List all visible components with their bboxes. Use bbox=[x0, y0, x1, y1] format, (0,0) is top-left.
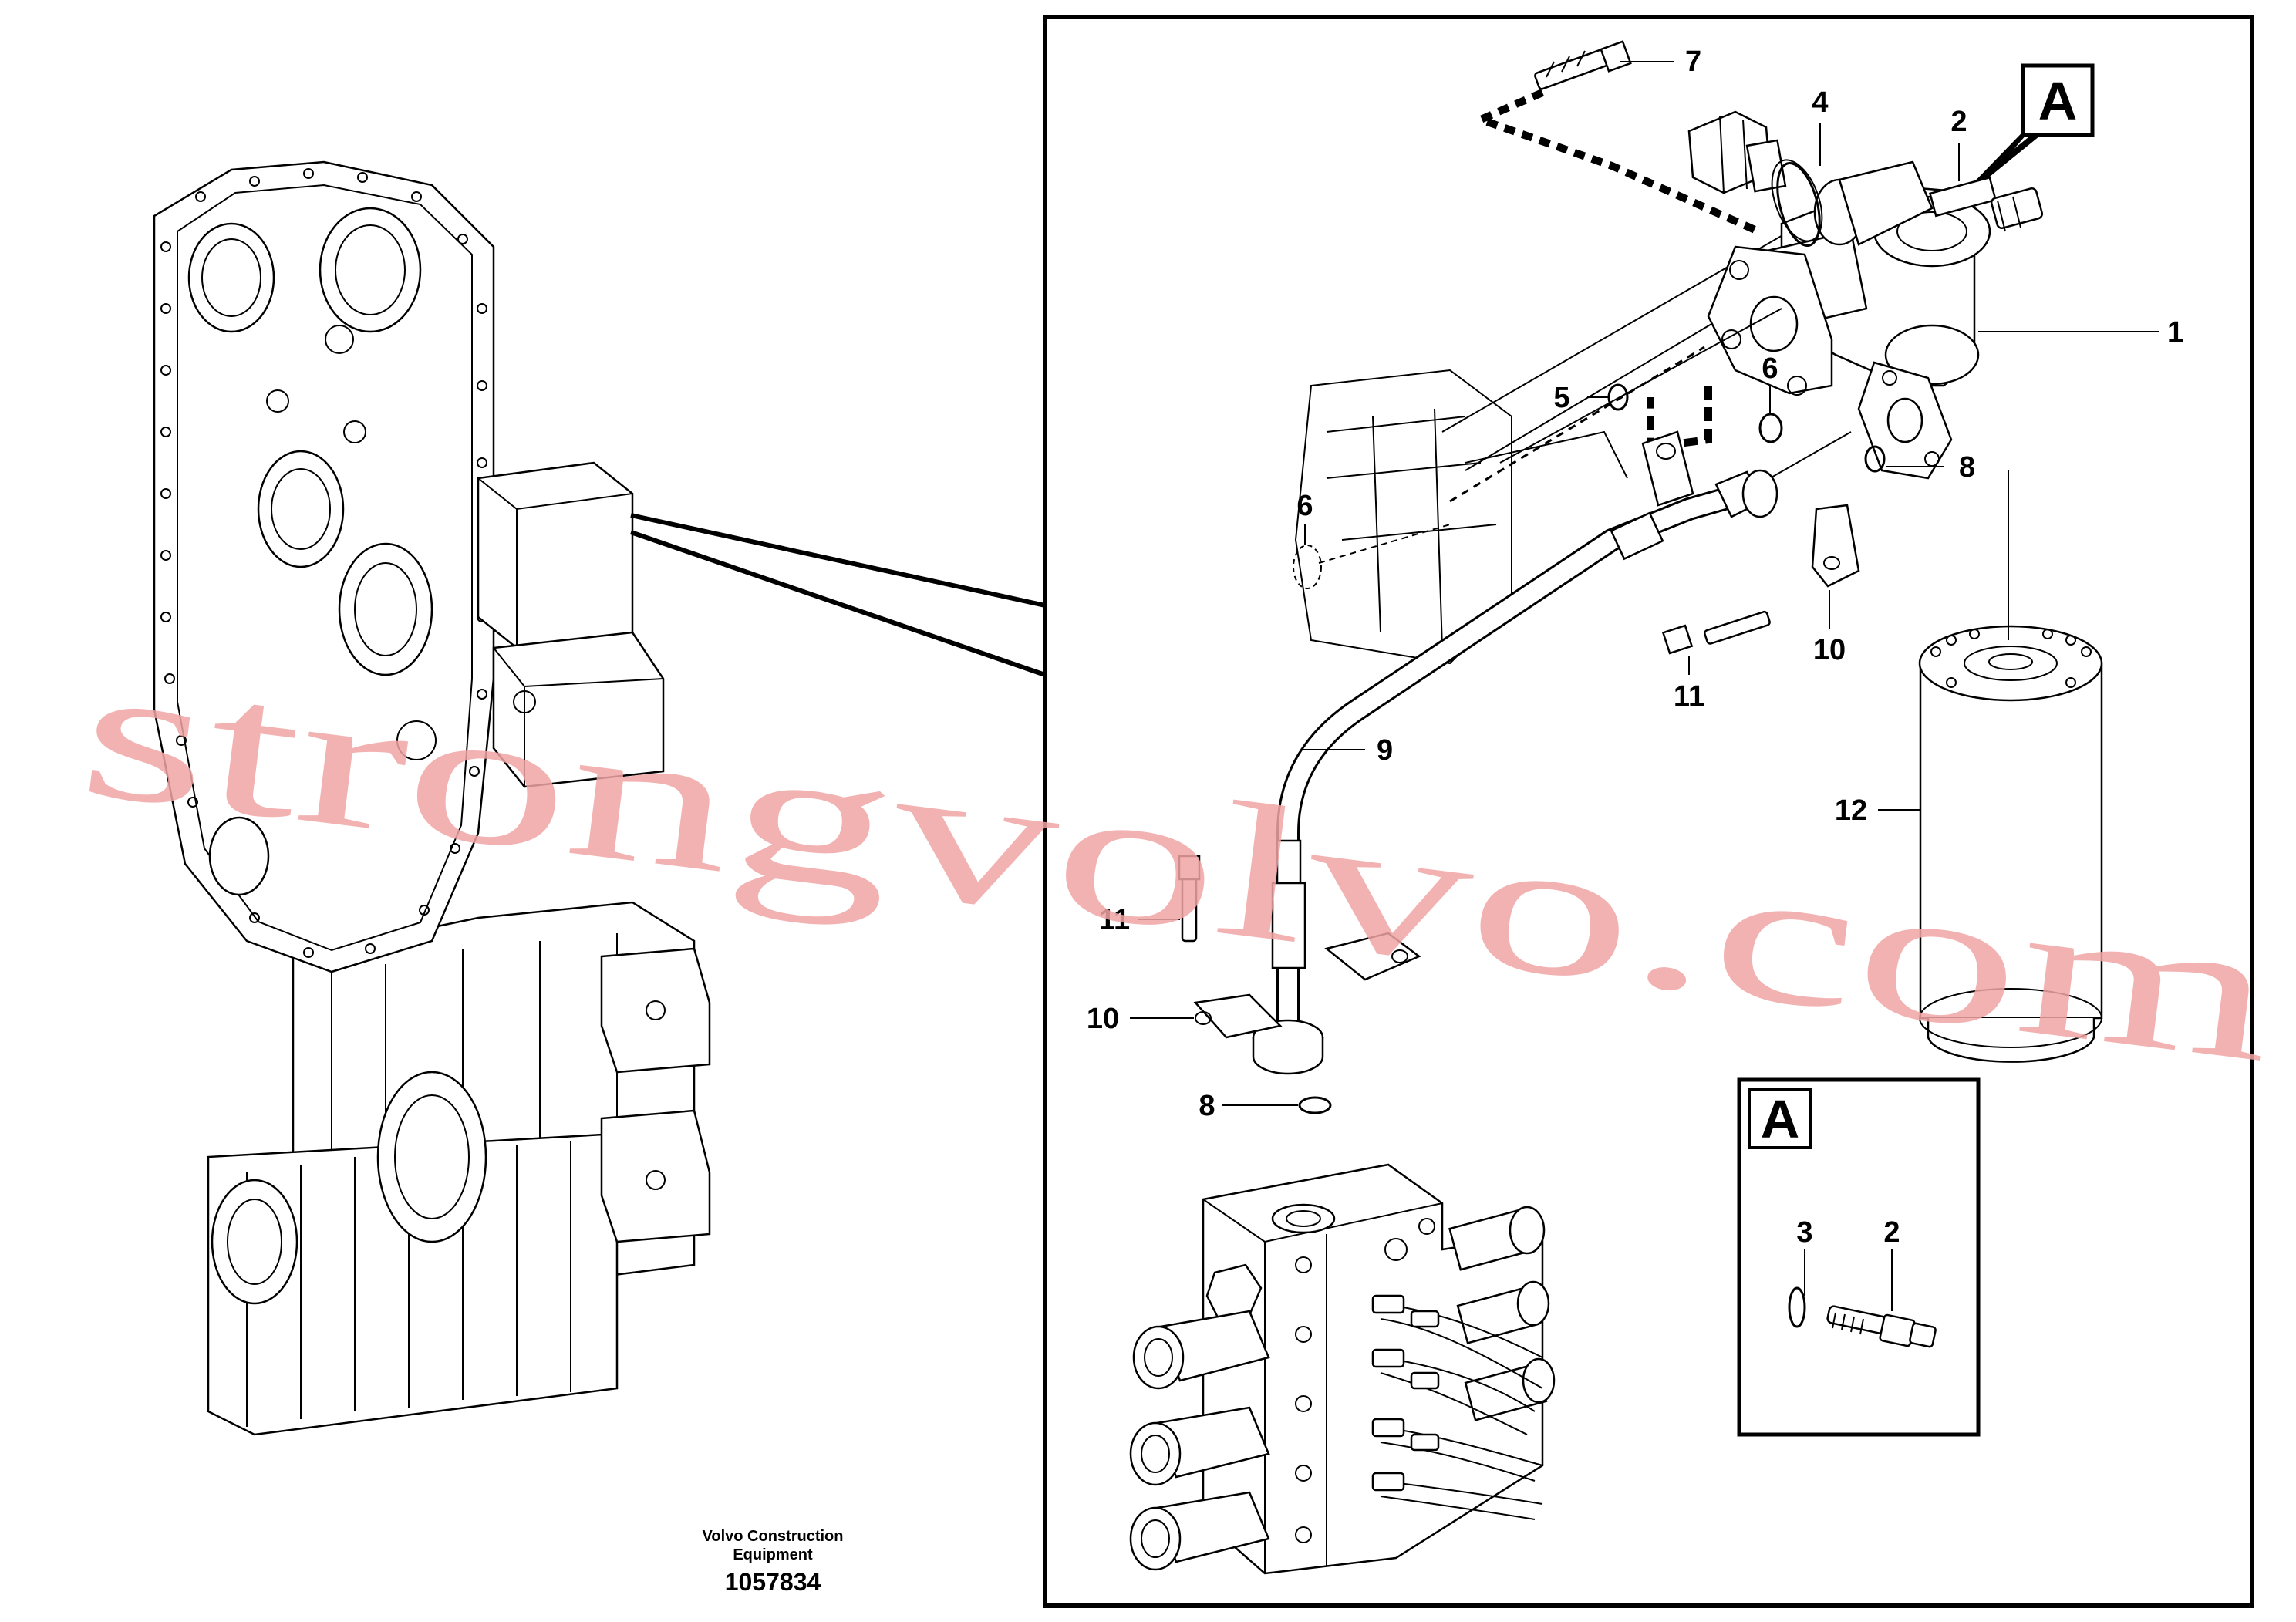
inset-sensor bbox=[1826, 1305, 1937, 1348]
detail-reference-letter: A bbox=[2038, 71, 2078, 131]
o-ring-4 bbox=[1776, 162, 1821, 247]
relief-valve-plug bbox=[1687, 110, 1934, 246]
callout-1: 1 bbox=[2167, 316, 2183, 349]
filter-base-holes bbox=[1930, 629, 2092, 688]
caption-company-line1: Volvo Construction bbox=[703, 1528, 844, 1545]
pipe-clamp-lower bbox=[1193, 932, 1421, 1039]
inset-o-ring bbox=[1788, 1286, 1806, 1328]
caption-company-line2: Equipment bbox=[733, 1546, 813, 1563]
detail-inset-a: A 3 2 bbox=[1737, 1077, 1981, 1437]
callout-6-left: 6 bbox=[1296, 490, 1313, 522]
callout-2: 2 bbox=[1950, 106, 1967, 138]
oil-filter bbox=[1918, 470, 2103, 1063]
callout-8-top: 8 bbox=[1959, 451, 1975, 484]
callouts: 7 4 2 1 5 6 6 8 9 10 11 11 12 bbox=[1087, 46, 2183, 1122]
bolt-path-dashed bbox=[1470, 89, 1761, 235]
callout-4: 4 bbox=[1812, 86, 1828, 119]
callout-5: 5 bbox=[1553, 382, 1569, 414]
valve-solenoids-left bbox=[1129, 1310, 1270, 1571]
callout-11-upper: 11 bbox=[1674, 680, 1704, 713]
detail-frame bbox=[1043, 15, 2254, 1608]
callout-9: 9 bbox=[1377, 734, 1393, 767]
bolt-top bbox=[1534, 40, 1632, 90]
inset-reference-letter: A bbox=[1761, 1089, 1800, 1149]
pipe-clamp-upper bbox=[1641, 430, 1860, 588]
callout-7: 7 bbox=[1685, 46, 1701, 78]
control-valve-block bbox=[1129, 1163, 1556, 1575]
inset-callout-2: 2 bbox=[1883, 1216, 1900, 1249]
callout-12: 12 bbox=[1835, 794, 1867, 827]
detail-reference-box: A bbox=[1972, 63, 2095, 188]
o-ring-8-top bbox=[1864, 445, 1886, 473]
callout-10-upper: 10 bbox=[1813, 634, 1846, 666]
callout-8-lower: 8 bbox=[1199, 1090, 1215, 1122]
valve-side-ports bbox=[1295, 1218, 1435, 1543]
gasket-bolt-holes bbox=[160, 168, 487, 958]
o-ring-6-right bbox=[1758, 413, 1783, 443]
o-ring-8-bottom bbox=[1298, 1096, 1332, 1114]
valve-solenoids-right bbox=[1448, 1206, 1556, 1421]
bolt-11-upper bbox=[1661, 610, 1771, 655]
callout-10-lower: 10 bbox=[1087, 1003, 1119, 1035]
drawing-caption: Volvo Construction Equipment 1057834 bbox=[703, 1528, 844, 1596]
o-ring-5 bbox=[1607, 383, 1629, 411]
flange-dashed-route bbox=[1647, 386, 1712, 452]
zoom-leader-lines bbox=[630, 513, 1046, 677]
valve-wiring bbox=[1371, 1294, 1543, 1520]
filter-head bbox=[1707, 184, 1991, 480]
transmission-housing-overview bbox=[153, 160, 711, 1436]
callout-11-lower: 11 bbox=[1099, 904, 1130, 936]
bolt-11-lower bbox=[1178, 855, 1201, 943]
drawing-number: 1057834 bbox=[725, 1568, 821, 1596]
sensor-top bbox=[1928, 176, 2044, 232]
inset-callout-3: 3 bbox=[1796, 1216, 1812, 1249]
oil-pipe bbox=[1252, 469, 1778, 1075]
callout-6-right: 6 bbox=[1762, 352, 1778, 385]
